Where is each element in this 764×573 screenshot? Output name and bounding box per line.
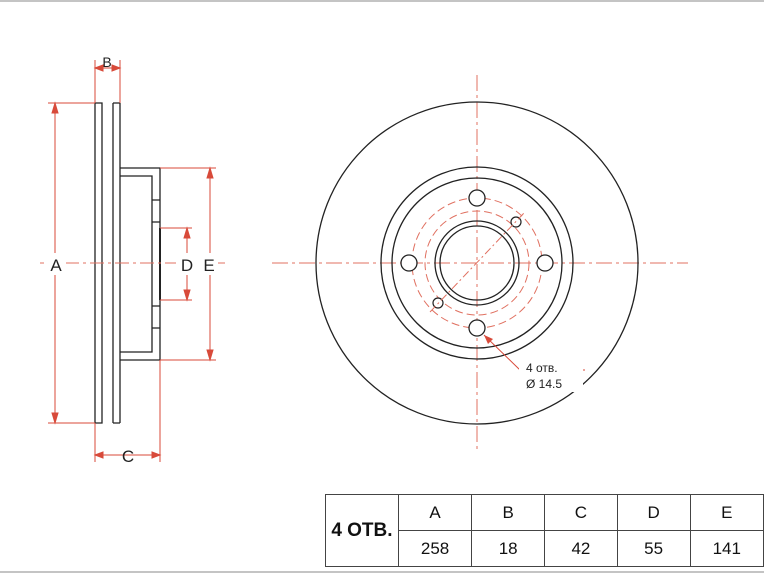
dim-de-bg	[176, 253, 218, 275]
col-value-d: 55	[616, 530, 691, 567]
col-value-a: 258	[397, 530, 473, 567]
col-value-b: 18	[471, 530, 546, 567]
col-header-c: C	[544, 494, 618, 531]
spec-value-row: 258 18 42 55 141	[326, 530, 764, 567]
bolt-hole-right	[536, 254, 554, 272]
pilot-pcd-circle	[424, 210, 530, 316]
col-header-b: B	[471, 494, 546, 531]
hat-outer-circle	[380, 166, 574, 360]
spec-table: 4 ОТВ. A B C D E 258 18 42 55 141	[325, 494, 764, 567]
hub-hat	[120, 167, 161, 361]
hub-hat-inner	[120, 175, 153, 353]
col-value-e: 141	[689, 530, 764, 567]
hub-details	[152, 199, 160, 329]
dim-c-label: C	[122, 447, 134, 466]
dimension-lines	[48, 60, 216, 462]
bolt-hole-top	[468, 189, 486, 207]
front-view	[272, 75, 688, 452]
col-header-d: D	[616, 494, 691, 531]
bore-inner-circle	[439, 225, 515, 301]
bore-outer-circle	[434, 220, 520, 306]
disc-outer-circle	[315, 101, 639, 425]
hole-count-note: 4 отв.	[526, 361, 558, 375]
disc-inner-face	[112, 102, 120, 424]
bolt-hole-bottom	[468, 319, 486, 337]
dim-e-label: E	[203, 256, 214, 275]
spec-header-row: 4 ОТВ. A B C D E	[325, 494, 764, 567]
col-value-c: 42	[544, 530, 618, 567]
col-header-a: A	[397, 494, 473, 531]
dim-b-label: B	[102, 54, 111, 70]
dim-a-label: A	[50, 256, 62, 275]
dim-a-bg	[44, 253, 66, 275]
bolt-hole-left	[400, 254, 418, 272]
holes-label-cell: 4 ОТВ.	[325, 494, 399, 567]
hole-diameter-note: Ø 14.5	[526, 377, 562, 391]
dim-d-label: D	[181, 256, 193, 275]
col-header-e: E	[689, 494, 764, 531]
hole-note-bg	[519, 356, 583, 392]
hole-leader-arrow	[484, 335, 493, 344]
hat-inner-circle	[391, 177, 563, 349]
pilot-diagonal-centerline	[429, 212, 525, 313]
